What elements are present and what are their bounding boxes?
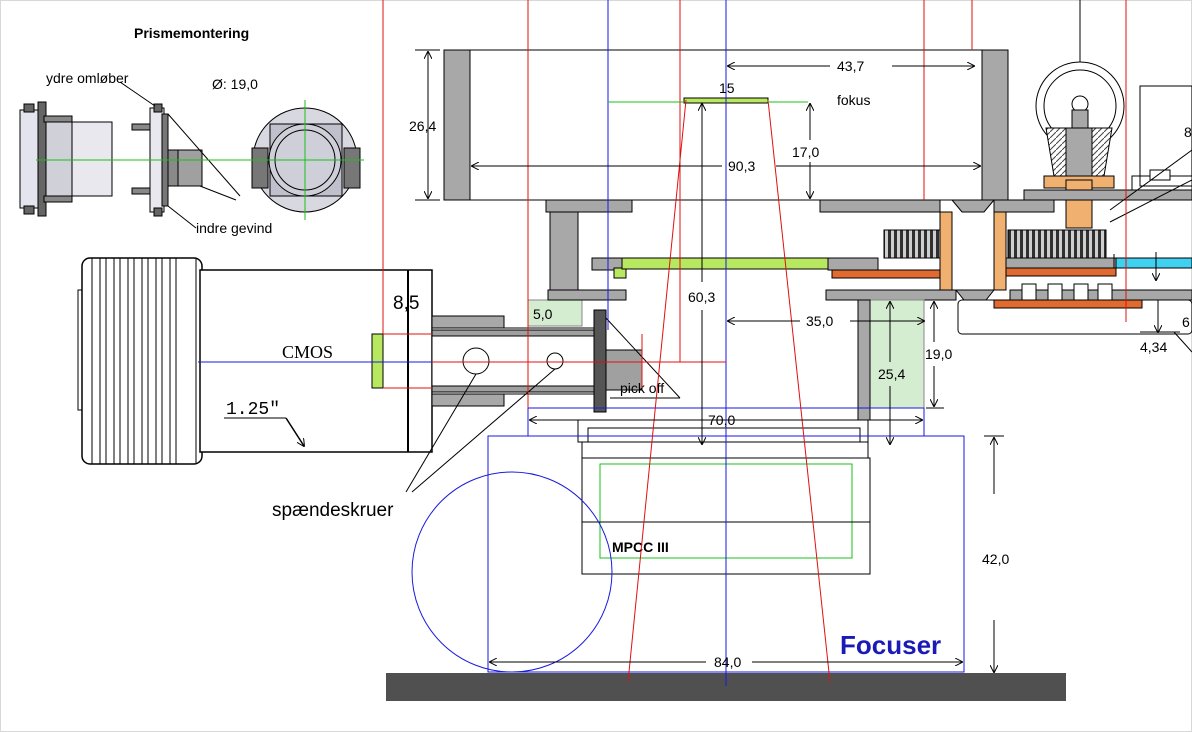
mpcc-label: MPCC III: [612, 539, 669, 555]
gear-right: [1007, 229, 1107, 259]
cmos-label: CMOS: [282, 342, 333, 362]
spacer-5mm: [527, 299, 583, 327]
diameter-label: Ø: 19,0: [212, 76, 258, 92]
gear-left: [883, 229, 941, 259]
dim-42-0: 42,0: [982, 551, 1009, 567]
outer-ring-label: ydre omløber: [46, 70, 129, 86]
focuser-knob: [411, 471, 613, 673]
dim-25-4: 25,4: [878, 366, 905, 382]
inner-thread-label: indre gevind: [196, 220, 272, 236]
spacer-25-4: [867, 299, 925, 409]
dim-edge-6: 6: [1182, 314, 1190, 330]
dim-60-3: 60,3: [688, 289, 715, 305]
pick-off-tube: pick off 5,0 spændeskruer: [272, 299, 681, 521]
dimensions: 26,4 43,7 15 fokus 90,3 17,0 60,3 35,0 1…: [409, 49, 1009, 672]
cmos-camera: CMOS 1.25″ 8,5: [77, 257, 433, 465]
focus-label: fokus: [837, 92, 870, 108]
optical-lines: [198, 0, 1127, 686]
dim-edge-8: 8: [1184, 124, 1192, 140]
prism-mount-title: Prismemontering: [134, 25, 249, 41]
dim-19-0: 19,0: [925, 346, 952, 362]
mount-exploded-view: [119, 81, 241, 229]
focuser-label: Focuser: [840, 630, 941, 660]
dim-43-7: 43,7: [837, 58, 864, 74]
sensor: [371, 333, 384, 389]
dim-90-3: 90,3: [728, 158, 755, 174]
clamp-screws-label: spændeskruer: [272, 500, 394, 521]
barrel-size-label: 1.25″: [226, 400, 280, 420]
ray-left: [627, 99, 687, 683]
dim-4-34: 4,34: [1140, 339, 1167, 355]
dim-35-0: 35,0: [806, 313, 833, 329]
dim-84-0: 84,0: [714, 654, 741, 670]
dim-70-0: 70,0: [708, 412, 735, 428]
dim-15: 15: [719, 80, 735, 96]
mount-side-view: [19, 101, 113, 217]
ray-right: [767, 99, 831, 683]
dim-17-0: 17,0: [792, 144, 819, 160]
dim-5-0: 5,0: [533, 306, 553, 322]
prism-mount-detail: Prismemontering ydre omløber Ø: 19,0 ind…: [19, 25, 364, 236]
dim-26-4: 26,4: [409, 118, 436, 134]
filter-plate: [621, 257, 829, 270]
right-mechanism: 8 6 4,34: [957, 61, 1192, 355]
dim-8-5: 8,5: [393, 293, 419, 314]
